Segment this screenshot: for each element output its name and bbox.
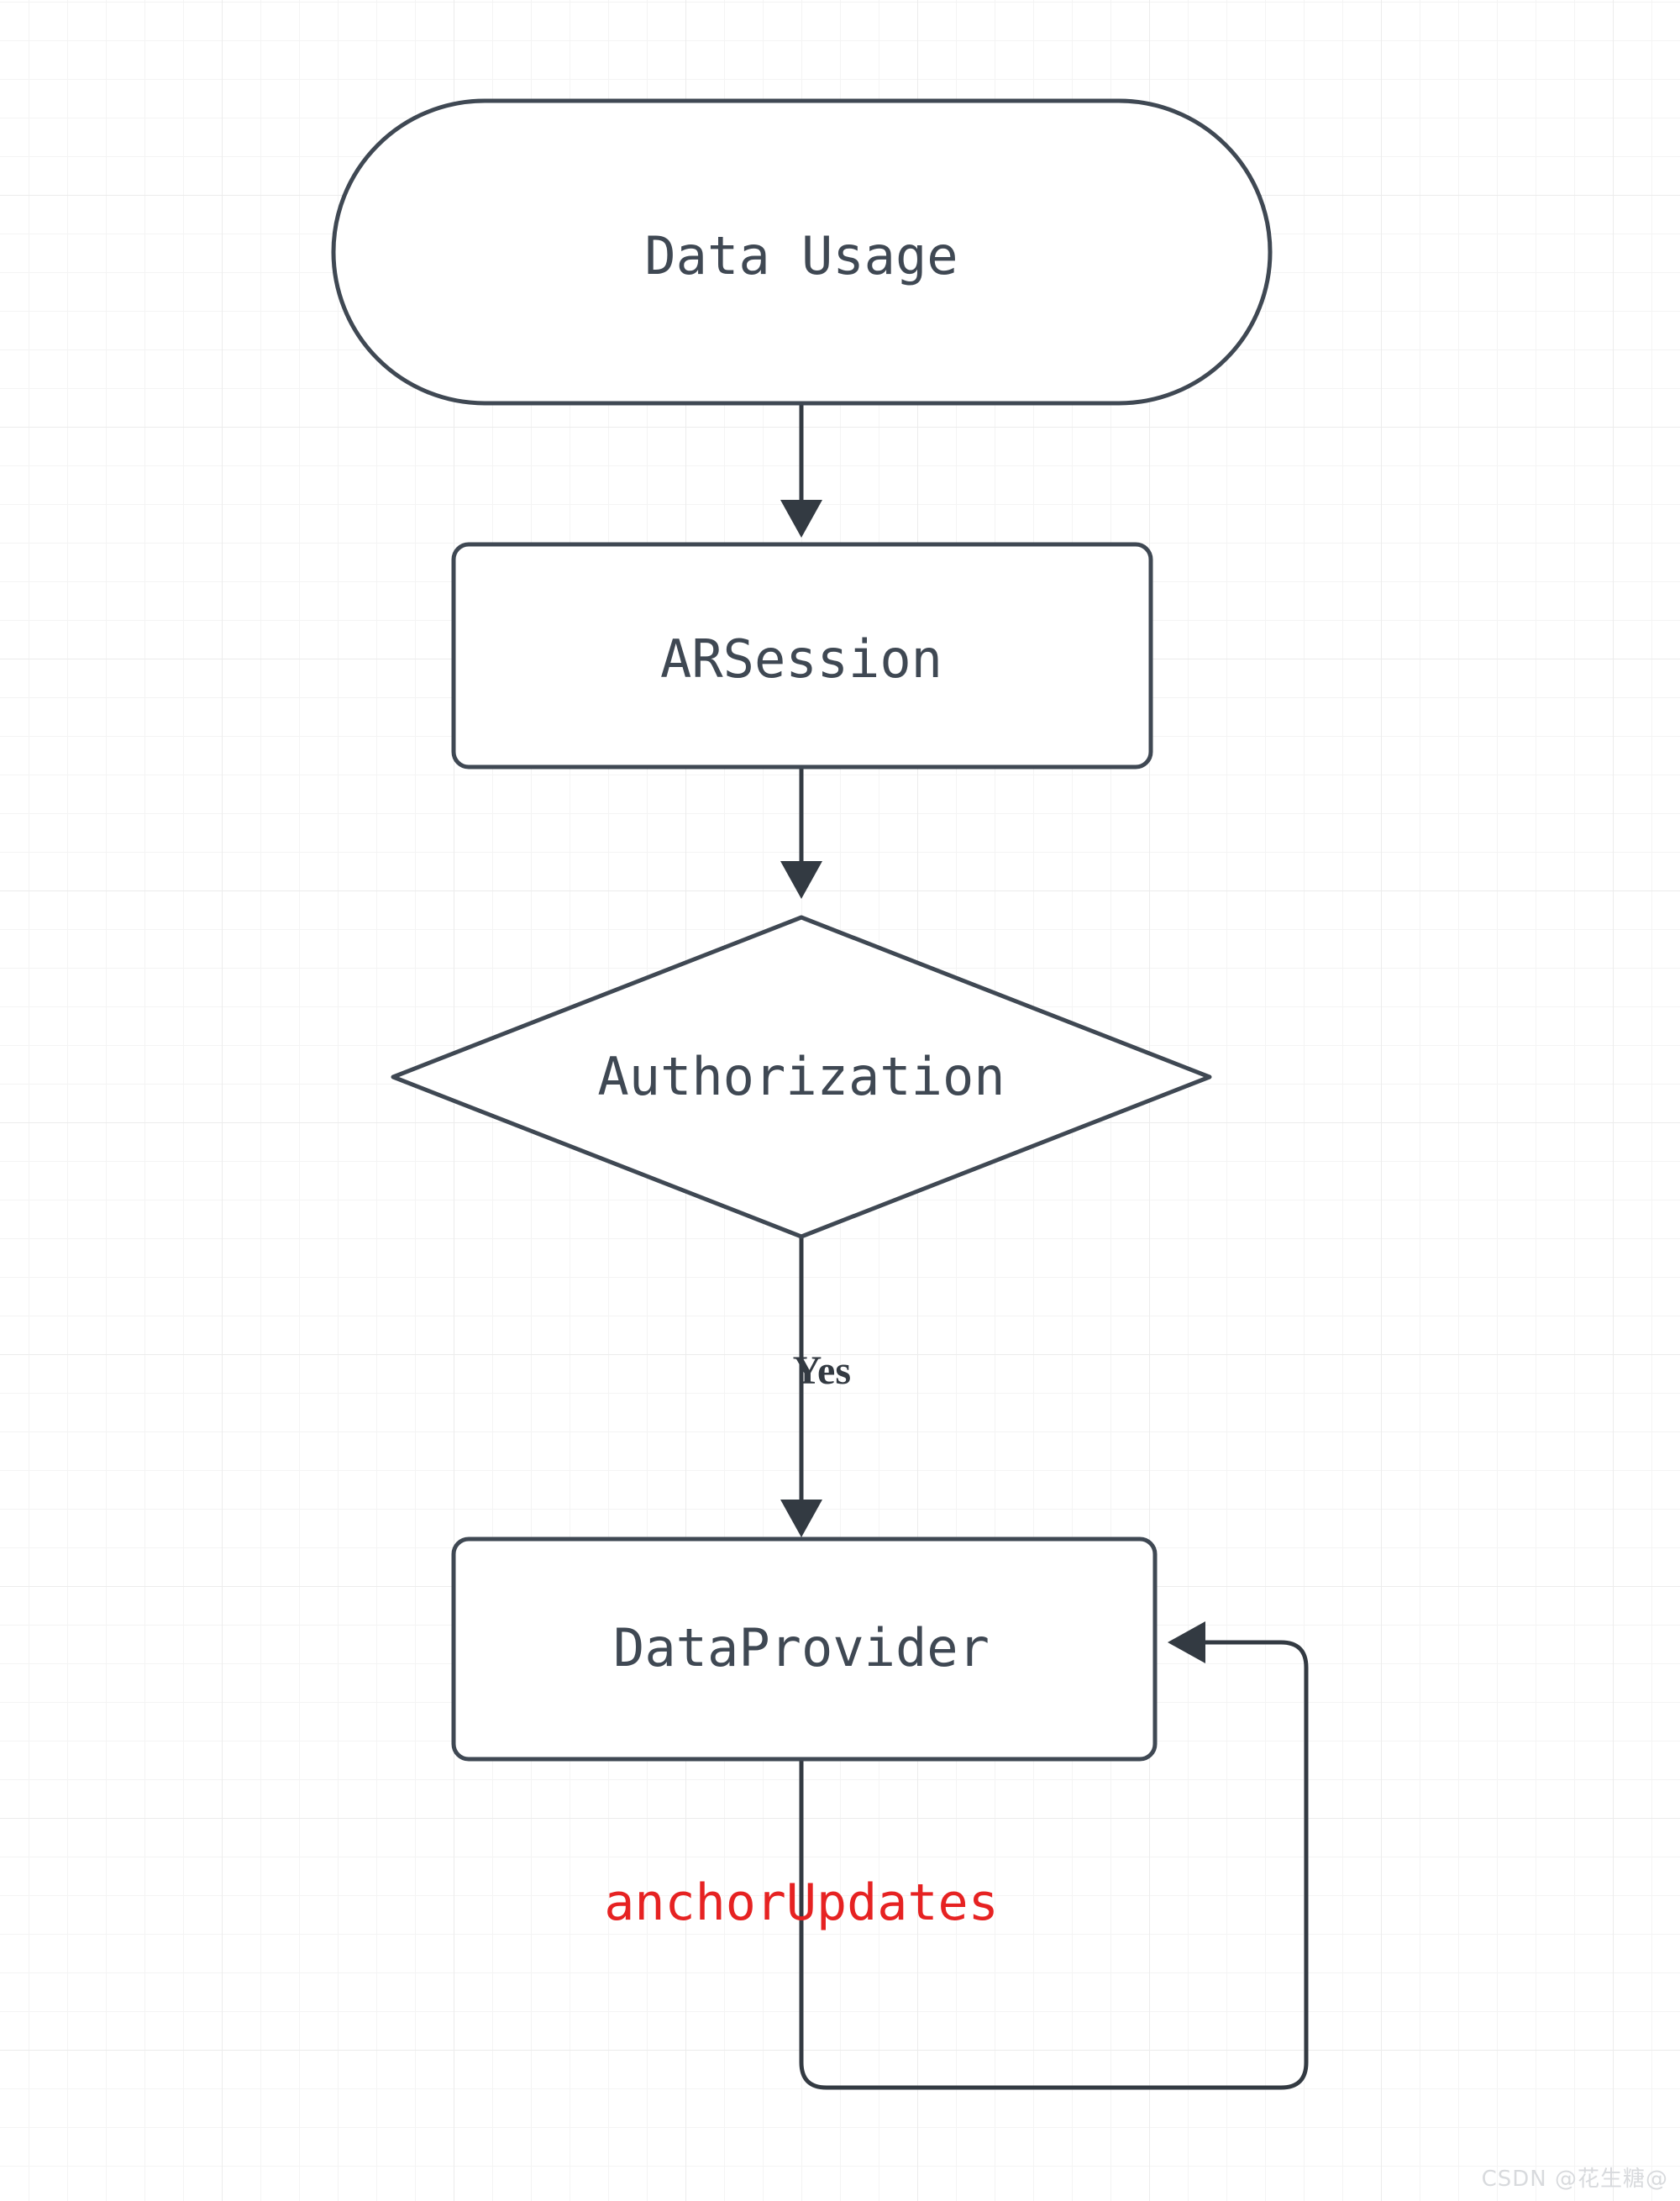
node-shape-stadium bbox=[331, 98, 1273, 406]
node-label-dataprovider: DataProvider bbox=[613, 1617, 990, 1678]
node-shape-rounded-rect bbox=[451, 1536, 1158, 1762]
node-arsession[interactable] bbox=[451, 542, 1153, 770]
edge-line bbox=[799, 1621, 1309, 2090]
watermark-text: CSDN @花生糖@ bbox=[1481, 2167, 1668, 2192]
node-authorization[interactable] bbox=[391, 915, 1212, 1239]
edge-dataprovider-self-loop bbox=[799, 1621, 1309, 2090]
node-label-data-usage: Data Usage bbox=[644, 225, 958, 286]
node-data-usage[interactable] bbox=[331, 98, 1273, 406]
node-dataprovider[interactable] bbox=[451, 1536, 1158, 1762]
edge-label-yes: Yes bbox=[792, 1348, 851, 1393]
node-label-arsession: ARSession bbox=[660, 628, 942, 690]
node-label-authorization: Authorization bbox=[597, 1046, 1005, 1107]
node-shape-rounded-rect bbox=[451, 542, 1153, 770]
node-shape-diamond bbox=[391, 915, 1212, 1239]
edge-label-anchor-updates: anchorUpdates bbox=[604, 1873, 999, 1932]
